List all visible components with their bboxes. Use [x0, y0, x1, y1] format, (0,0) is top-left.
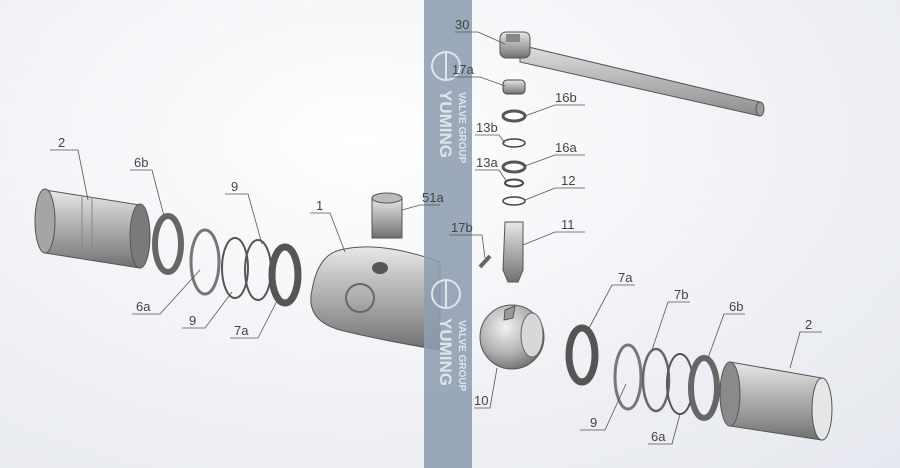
- label-9-right: 9: [590, 415, 597, 430]
- pin-17b: [478, 254, 492, 269]
- svg-text:VALVE GROUP: VALVE GROUP: [456, 92, 467, 164]
- label-12: 12: [561, 173, 575, 188]
- watermark-logo-bottom: YUMING VALVE GROUP: [431, 279, 467, 392]
- label-7b: 7b: [674, 287, 688, 302]
- label-10: 10: [474, 393, 488, 408]
- bearing-16b: [501, 109, 527, 123]
- label-6a-right: 6a: [651, 429, 666, 444]
- label-9-left: 9: [189, 313, 196, 328]
- svg-text:VALVE GROUP: VALVE GROUP: [456, 320, 467, 392]
- ball-10: [479, 304, 545, 370]
- label-13b: 13b: [476, 120, 498, 135]
- leader-lines: [50, 31, 822, 445]
- seat-6b-left: [152, 213, 184, 275]
- stem-11: [502, 221, 524, 283]
- watermark-band: YUMING VALVE GROUP YUMING VALVE GROUP: [424, 0, 472, 468]
- seat-7a-right: [565, 324, 599, 386]
- bearing-16a: [501, 160, 527, 174]
- svg-text:YUMING: YUMING: [436, 318, 455, 386]
- label-2-right: 2: [805, 317, 812, 332]
- right-end-connector: [719, 361, 833, 441]
- label-17a: 17a: [452, 62, 474, 77]
- valve-body: [310, 246, 441, 351]
- label-16a: 16a: [555, 140, 577, 155]
- label-1: 1: [316, 198, 323, 213]
- watermark-logo-top: YUMING VALVE GROUP: [431, 51, 467, 164]
- label-17b: 17b: [451, 220, 473, 235]
- oring-13b: [502, 138, 526, 148]
- label-9-top: 9: [231, 179, 238, 194]
- part-labels: 2 6b 9 1 51a 30 17a 16b 13b 16a 13a 12 1…: [58, 17, 812, 444]
- seat-6b-right: [688, 355, 720, 421]
- label-2-left: 2: [58, 135, 65, 150]
- stem-nut-51a: [371, 192, 403, 239]
- label-13a: 13a: [476, 155, 498, 170]
- oring-12: [502, 196, 526, 206]
- label-51a: 51a: [422, 190, 444, 205]
- label-6b-right: 6b: [729, 299, 743, 314]
- label-11: 11: [561, 217, 575, 232]
- left-end-connector: [34, 188, 151, 269]
- svg-text:YUMING: YUMING: [436, 90, 455, 158]
- seat-7a-left: [268, 243, 302, 307]
- ring-7b: [641, 347, 671, 413]
- label-6a-left: 6a: [136, 299, 151, 314]
- oring-9-right: [613, 343, 643, 411]
- label-16b: 16b: [555, 90, 577, 105]
- ring-6a-left: [189, 228, 221, 296]
- label-7a-right: 7a: [618, 270, 633, 285]
- label-6b-left: 6b: [134, 155, 148, 170]
- stop-plate-17a: [502, 79, 526, 95]
- handle-30: [499, 31, 765, 117]
- label-30: 30: [455, 17, 469, 32]
- oring-13a: [504, 178, 524, 188]
- oring-9-left: [221, 237, 249, 299]
- label-7a-left: 7a: [234, 323, 249, 338]
